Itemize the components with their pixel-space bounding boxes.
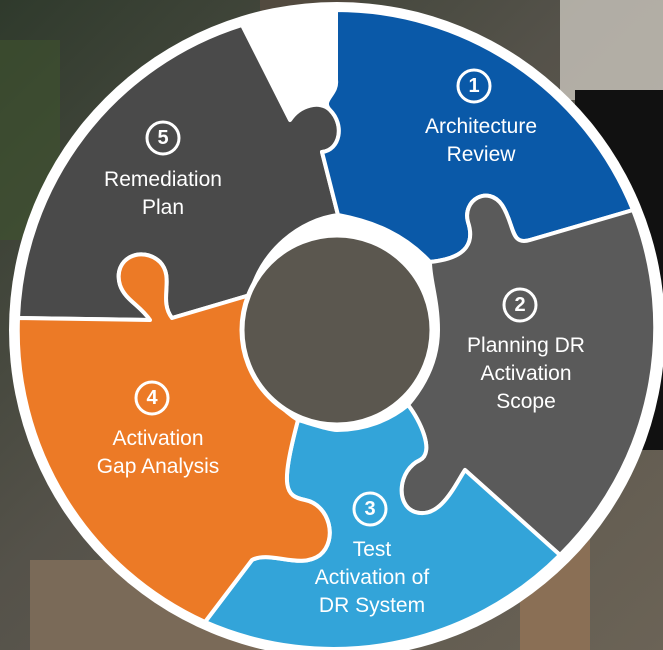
step-4-label-line2: Gap Analysis: [97, 455, 220, 478]
step-2-label-line3: Scope: [496, 390, 556, 413]
step-3-number: 3: [364, 498, 375, 520]
step-4-number: 4: [146, 387, 158, 409]
piece-activation-gap: [15, 252, 332, 624]
step-1-label-line1: Architecture: [425, 115, 537, 138]
step-3-label-line3: DR System: [319, 594, 425, 617]
step-3-label-line1: Test: [353, 538, 392, 561]
step-5-label-line1: Remediation: [104, 168, 222, 191]
step-3-label-line2: Activation of: [315, 566, 430, 589]
step-2-label-line1: Planning DR: [467, 334, 585, 357]
step-5-label-group: 5 Remediation Plan: [104, 120, 222, 219]
step-5-number: 5: [157, 127, 168, 149]
step-1-label-group: 1 Architecture Review: [425, 68, 537, 166]
step-4-label-group: 4 Activation Gap Analysis: [97, 380, 220, 478]
step-1-label-line2: Review: [447, 143, 517, 166]
step-4-label-line1: Activation: [112, 427, 203, 450]
step-2-label-group: 2 Planning DR Activation Scope: [467, 287, 585, 413]
step-3-label-group: 3 Test Activation of DR System: [315, 491, 430, 617]
step-5-label-line2: Plan: [142, 196, 184, 219]
step-2-label-line2: Activation: [480, 362, 571, 385]
center-hole: [239, 232, 435, 428]
step-2-number: 2: [514, 294, 525, 316]
step-1-number: 1: [468, 75, 479, 97]
